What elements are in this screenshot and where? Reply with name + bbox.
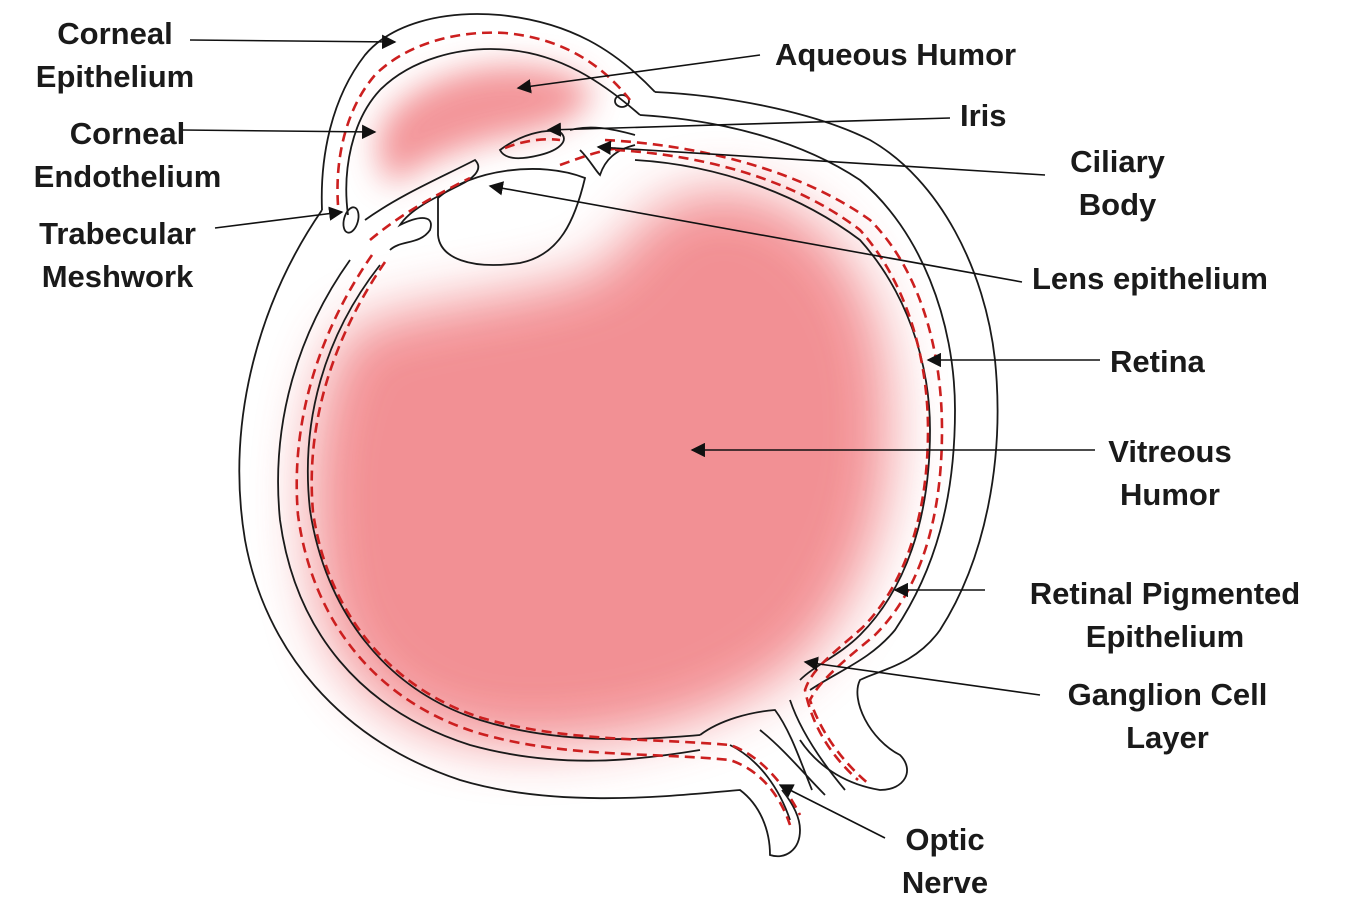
label-vitreous-humor: Vitreous Humor xyxy=(1090,430,1250,516)
label-aqueous-humor: Aqueous Humor xyxy=(775,33,1016,76)
label-line: Ciliary xyxy=(1055,140,1180,183)
label-optic-nerve: Optic Nerve xyxy=(880,818,1010,904)
label-line: Optic xyxy=(880,818,1010,861)
label-corneal-epithelium: Corneal Epithelium xyxy=(20,12,210,98)
label-trabecular-meshwork: Trabecular Meshwork xyxy=(15,212,220,298)
label-ganglion-cell-layer: Ganglion Cell Layer xyxy=(1045,673,1290,759)
aqueous-humor-region xyxy=(378,66,590,185)
vitreous-humor-region xyxy=(310,190,890,745)
arrow-ganglion-cell-layer xyxy=(805,662,1040,695)
label-ciliary-body: Ciliary Body xyxy=(1055,140,1180,226)
label-line: Humor xyxy=(1090,473,1250,516)
label-line: Retina xyxy=(1110,340,1205,383)
label-line: Epithelium xyxy=(20,55,210,98)
label-line: Lens epithelium xyxy=(1032,257,1268,300)
label-line: Ganglion Cell xyxy=(1045,673,1290,716)
label-retina: Retina xyxy=(1110,340,1205,383)
label-lens-epithelium: Lens epithelium xyxy=(1032,257,1268,300)
label-line: Layer xyxy=(1045,716,1290,759)
arrow-trabecular-meshwork xyxy=(215,212,342,228)
label-iris: Iris xyxy=(960,94,1007,137)
label-retinal-pigmented-epithelium: Retinal Pigmented Epithelium xyxy=(1000,572,1330,658)
label-line: Endothelium xyxy=(15,155,240,198)
label-corneal-endothelium: Corneal Endothelium xyxy=(15,112,240,198)
label-line: Vitreous xyxy=(1090,430,1250,473)
label-line: Aqueous Humor xyxy=(775,33,1016,76)
label-line: Retinal Pigmented xyxy=(1000,572,1330,615)
label-line: Corneal xyxy=(15,112,240,155)
label-line: Epithelium xyxy=(1000,615,1330,658)
arrow-ciliary-body xyxy=(598,147,1045,175)
arrow-corneal-epithelium xyxy=(190,40,395,42)
label-line: Body xyxy=(1055,183,1180,226)
label-line: Corneal xyxy=(20,12,210,55)
label-line: Trabecular xyxy=(15,212,220,255)
label-line: Nerve xyxy=(880,861,1010,904)
arrow-iris xyxy=(548,118,950,130)
label-line: Iris xyxy=(960,94,1007,137)
label-line: Meshwork xyxy=(15,255,220,298)
